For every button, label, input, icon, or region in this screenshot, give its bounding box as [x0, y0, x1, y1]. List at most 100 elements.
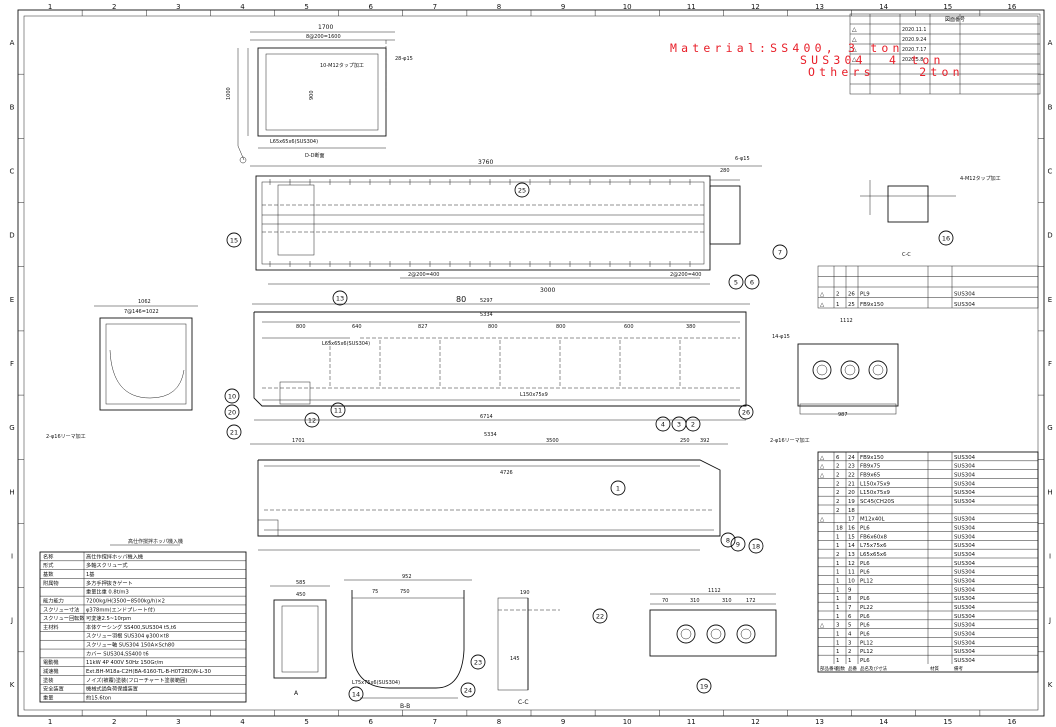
dim-lower-2: 5334 — [484, 432, 497, 438]
border-row-B: B — [10, 103, 15, 111]
parts-footer-3: 品名及び寸法 — [860, 665, 887, 672]
parts-main-rows-cell-8-3: PL6 — [860, 526, 870, 532]
parts-main-rows-cell-11-2: 13 — [848, 552, 855, 558]
border-row-H: H — [9, 488, 14, 496]
revision-mark-3: △ — [852, 56, 857, 63]
parts-main-rows-cell-3-1: 2 — [836, 481, 839, 487]
dim-elev-5: 800 — [296, 324, 306, 330]
parts-main-rows-cell-22-2: 2 — [848, 649, 851, 655]
parts-main-rows-cell-20-2: 4 — [848, 632, 852, 638]
material-note-line-2: SUS304 4 ton — [800, 53, 945, 67]
parts-main-rows-cell-13-5: SUS304 — [954, 570, 976, 576]
parts-top-rows-cell-3-5: SUS304 — [954, 302, 976, 308]
border-col-13: 13 — [815, 3, 824, 11]
parts-main-rows-cell-17-1: 1 — [836, 605, 839, 611]
border-col-bottom-13: 13 — [815, 718, 824, 726]
parts-main-rows-cell-19-5: SUS304 — [954, 623, 976, 629]
balloon-label-2: 2 — [691, 421, 695, 429]
view-label-bb: B-B — [400, 703, 410, 710]
parts-main-rows-cell-7-3: M12x40L — [860, 517, 885, 523]
parts-main-rows-cell-23-5: SUS304 — [954, 658, 976, 664]
parts-main-rows-cell-2-2: 22 — [848, 473, 855, 479]
parts-main-rows-cell-9-1: 1 — [836, 534, 839, 540]
parts-main-rows-cell-9-3: FB6x60x8 — [860, 534, 887, 540]
dim-secl-2: 7@146=1022 — [124, 309, 159, 315]
balloon-6 — [744, 274, 760, 290]
balloon-label-21: 21 — [230, 429, 238, 437]
parts-main-rows-cell-14-5: SUS304 — [954, 579, 976, 585]
view-section-cc: 190 145 C-C — [497, 590, 560, 706]
balloon-label-11: 11 — [334, 407, 342, 415]
view-section-aa: 585 450 A — [270, 580, 330, 697]
parts-top-rows-cell-3-0: △ — [820, 302, 825, 308]
border-col-7: 7 — [433, 3, 437, 11]
dim-aa-1: 585 — [296, 580, 306, 586]
parts-main-rows-cell-10-5: SUS304 — [954, 543, 976, 549]
parts-main-rows-cell-8-5: SUS304 — [954, 526, 976, 532]
parts-main-rows-cell-1-0: △ — [820, 464, 825, 470]
parts-main-rows-cell-2-1: 2 — [836, 473, 839, 479]
border-row-I: I — [11, 553, 13, 561]
border-row-right-K: K — [1048, 681, 1053, 689]
border-row-right-A: A — [1048, 39, 1053, 47]
border-col-bottom-16: 16 — [1007, 718, 1016, 726]
spec-label-0: 名称 — [43, 552, 53, 560]
border-row-K: K — [10, 681, 15, 689]
dim-ee-2: 310 — [690, 598, 700, 604]
balloon-19 — [696, 678, 712, 694]
view-top-left: 1700 8@200=1600 28-φ15 10-M12タップ加工 L65x6… — [226, 24, 413, 164]
parts-top-rows-cell-3-2: 25 — [848, 302, 855, 308]
parts-main-rows-cell-18-3: PL6 — [860, 614, 870, 620]
parts-main-rows-cell-17-3: PL22 — [860, 605, 873, 611]
balloon-label-16: 16 — [942, 235, 950, 243]
parts-main-rows-cell-4-1: 2 — [836, 490, 839, 496]
view-section-bb: 952 750 75 L75x75x6(SUS304) B-B — [344, 574, 472, 710]
border-col-1: 1 — [48, 3, 52, 11]
balloon-label-23: 23 — [474, 659, 482, 667]
balloon-label-7: 7 — [778, 249, 782, 257]
border-col-bottom-2: 2 — [112, 718, 116, 726]
parts-top-rows-cell-2-2: 26 — [848, 292, 855, 298]
parts-main-rows-cell-0-1: 6 — [836, 455, 840, 461]
border-col-4: 4 — [240, 3, 245, 11]
parts-main-rows-cell-4-5: SUS304 — [954, 490, 976, 496]
parts-main-rows-cell-8-2: 16 — [848, 526, 855, 532]
balloon-label-1: 1 — [616, 485, 620, 493]
parts-main-rows-cell-16-2: 8 — [848, 596, 852, 602]
parts-main-rows-cell-22-1: 1 — [836, 649, 839, 655]
border-col-bottom-4: 4 — [240, 718, 245, 726]
balloon-14 — [348, 686, 364, 702]
dim-top-left-4: 10-M12タップ加工 — [320, 62, 364, 69]
revision-row-2: 2020.7.17 — [902, 47, 926, 53]
border-col-bottom-6: 6 — [368, 718, 373, 726]
dim-lower-5: 250 — [680, 438, 690, 444]
parts-top-rows-cell-3-1: 1 — [836, 302, 839, 308]
material-note-line-1: Material:SS400, 3 ton — [670, 41, 904, 55]
parts-main-rows-cell-11-5: SUS304 — [954, 552, 976, 558]
border-column-labels: 1122334455667788991010111112121313141415… — [48, 3, 1017, 726]
parts-main-rows-cell-13-2: 11 — [848, 570, 855, 576]
balloon-label-19: 19 — [700, 683, 708, 691]
parts-main-rows-cell-9-2: 15 — [848, 534, 855, 540]
dim-lower-3: 3500 — [546, 438, 559, 444]
parts-main-rows-cell-14-1: 1 — [836, 579, 839, 585]
revision-mark-2: △ — [852, 46, 857, 53]
material-note-line-3: Others 2ton — [808, 65, 964, 79]
border-row-A: A — [10, 39, 15, 47]
border-row-C: C — [10, 167, 15, 175]
border-col-6: 6 — [368, 3, 373, 11]
dim-ee-1: 1112 — [708, 588, 721, 594]
inner-frame — [23, 15, 1039, 711]
balloon-label-6: 6 — [750, 279, 754, 287]
dim-plan-2: 3000 — [540, 287, 555, 294]
revision-row-1: 2020.9.24 — [902, 37, 926, 43]
parts-main-rows-cell-22-5: SUS304 — [954, 649, 976, 655]
spec-value-0: 高仕作撹拌ホッパ機入機 — [86, 552, 143, 560]
parts-main-rows-cell-2-5: SUS304 — [954, 473, 976, 479]
parts-main-rows-cell-18-2: 6 — [848, 614, 852, 620]
parts-main-rows-cell-14-3: PL12 — [860, 579, 873, 585]
revision-title: 図面番号 — [945, 16, 965, 23]
dim-lower-1: 1701 — [292, 438, 305, 444]
